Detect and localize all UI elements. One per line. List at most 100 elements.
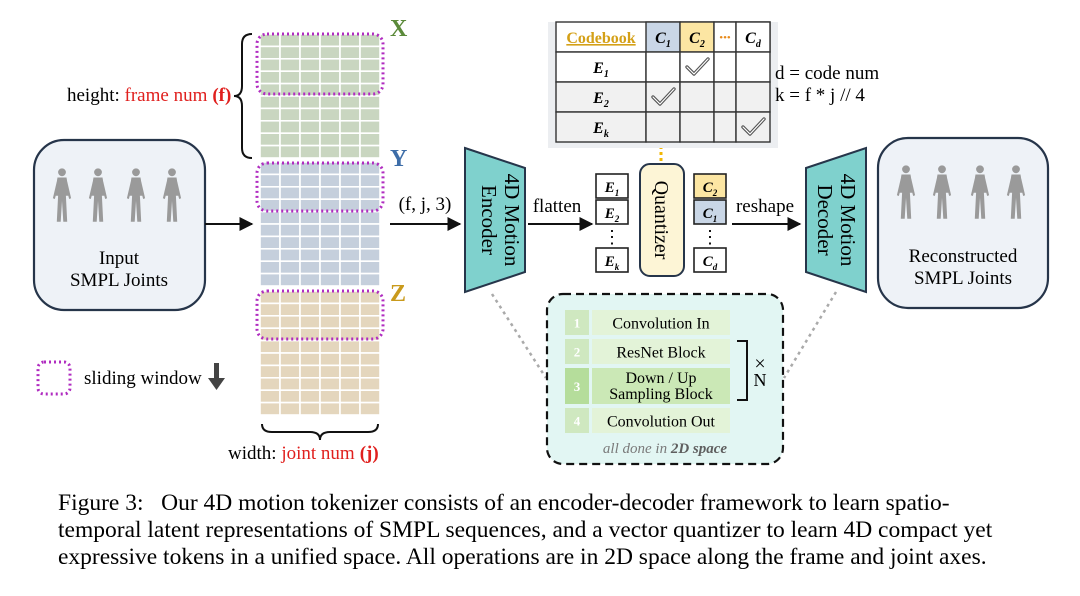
grid-cell <box>359 45 381 60</box>
decoder-panel-connector <box>782 291 838 379</box>
grid-cell <box>299 290 321 305</box>
grid-cell <box>279 339 301 354</box>
grid-cell <box>339 70 361 85</box>
grid-cell <box>259 272 281 287</box>
grid-cell <box>259 376 281 391</box>
codebook-col-c1: C1 <box>655 30 671 50</box>
grid-cell <box>319 120 341 135</box>
grid-cell <box>319 376 341 391</box>
codebook-row-e2-main: E <box>592 90 604 107</box>
encoder-block: 4D Motion Encoder <box>464 146 526 294</box>
grid-cell <box>359 401 381 416</box>
grid-cell <box>359 235 381 250</box>
grid-cell <box>319 248 341 263</box>
block-label: Down / Up <box>625 370 696 387</box>
grid-cell <box>339 95 361 110</box>
grid-cell <box>279 186 301 201</box>
grid-cell <box>339 120 361 135</box>
grid-cell <box>299 33 321 48</box>
grid-cell <box>259 173 281 188</box>
grid-cell <box>319 235 341 250</box>
embed-cell <box>595 199 629 225</box>
grid-cell <box>279 376 301 391</box>
sliding-window-y <box>255 161 385 213</box>
grid-cell <box>339 144 361 159</box>
times-symbol: × <box>754 353 765 375</box>
encoder-label-line2: Encoder <box>477 185 501 255</box>
grid-cell <box>279 352 301 367</box>
grid-cell <box>299 401 321 416</box>
encoder-panel-connector <box>490 293 548 379</box>
embed-e2-sub: 2 <box>614 214 620 224</box>
codebook-cell <box>735 111 771 143</box>
grid-cell <box>359 57 381 72</box>
codebook-row-ek-sub: k <box>604 129 609 140</box>
panel-note: all done in 2D space <box>603 441 727 457</box>
grid-cell <box>259 70 281 85</box>
input-label-line2: SMPL Joints <box>70 270 168 291</box>
grid-cell <box>259 57 281 72</box>
codebook-cell <box>679 51 715 83</box>
grid-cell <box>359 314 381 329</box>
quantizer-label: Quantizer <box>650 181 672 260</box>
embed-cell <box>595 173 629 199</box>
sliding-window-legend-label: sliding window <box>84 368 202 389</box>
codebook-col-c2: C2 <box>689 30 705 50</box>
codebook-col-cd-main: C <box>745 30 756 47</box>
block-number-bg <box>565 339 589 364</box>
grid-cell <box>339 364 361 379</box>
code-c1: C1 <box>703 206 718 224</box>
grid-cell <box>259 314 281 329</box>
height-variable: frame num <box>125 85 208 106</box>
grid-cell <box>299 314 321 329</box>
grid-cell <box>339 223 361 238</box>
grid-cell <box>279 302 301 317</box>
sliding-window-x <box>255 32 385 96</box>
codebook-cell <box>713 111 737 143</box>
grid-cell <box>339 401 361 416</box>
grid-cell <box>319 144 341 159</box>
grid-cell <box>259 107 281 122</box>
grid-cell <box>279 260 301 275</box>
width-symbol: (j) <box>360 443 379 464</box>
embed-ellipsis: ⋮ <box>603 227 621 247</box>
figure-caption: Figure 3: Our 4D motion tokenizer consis… <box>58 490 1028 571</box>
grid-cell <box>279 223 301 238</box>
grid-cell <box>339 339 361 354</box>
codebook-col-cd: Cd <box>745 30 762 50</box>
grid-cell <box>279 132 301 147</box>
block-label-bg <box>592 368 730 404</box>
code-cell <box>693 199 727 225</box>
quantizer-block: Quantizer <box>639 140 685 277</box>
repeat-bracket <box>737 340 748 401</box>
grid-cell <box>339 45 361 60</box>
grid-cell <box>279 401 301 416</box>
height-label: height: frame num(f) <box>67 85 231 106</box>
shape-label: (f, j, 3) <box>399 194 452 215</box>
code-cd: Cd <box>703 254 718 272</box>
input-box: Input SMPL Joints <box>32 138 207 312</box>
grid-cell <box>319 45 341 60</box>
grid-cell <box>339 132 361 147</box>
grid-cell <box>259 389 281 404</box>
block-label-line2: Sampling Block <box>609 386 713 403</box>
grid-cell <box>319 389 341 404</box>
block-label-bg <box>592 408 730 433</box>
codebook-row-e1-sub: 1 <box>604 69 609 80</box>
grid-cell <box>279 45 301 60</box>
grid-cell <box>319 352 341 367</box>
panel-note-prefix: all done in <box>603 441 671 457</box>
grid-cell <box>299 70 321 85</box>
block-label: Convolution Out <box>607 414 716 431</box>
codebook-cell <box>645 81 681 113</box>
embed-e1: E1 <box>604 180 620 198</box>
codebook-cell <box>713 81 737 113</box>
grid-cell <box>319 364 341 379</box>
grid-cell <box>299 235 321 250</box>
grid-cell <box>279 33 301 48</box>
codebook-col-c2-main: C <box>689 30 700 47</box>
grid-cell <box>279 120 301 135</box>
height-prefix: height: <box>67 85 125 106</box>
grid-cell <box>299 364 321 379</box>
